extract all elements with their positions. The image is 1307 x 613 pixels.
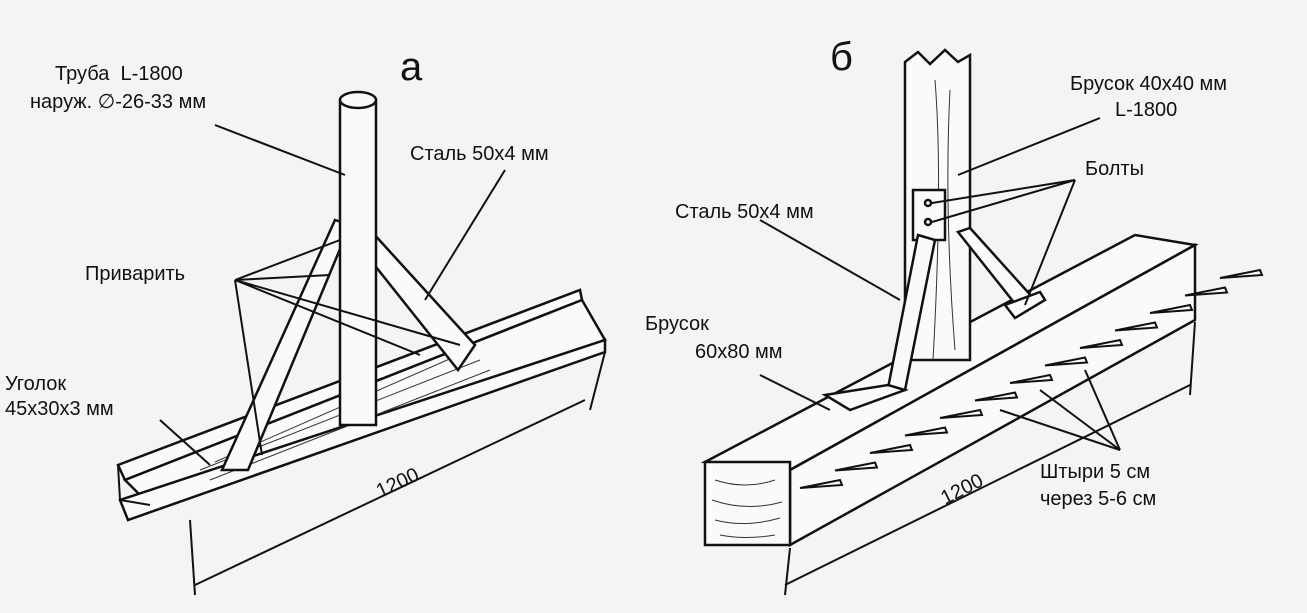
spike [1149, 303, 1194, 314]
dimension-a: 1200 [373, 464, 423, 503]
dimension-b: 1200 [937, 470, 987, 510]
beam-size-label: 60х80 мм [695, 341, 783, 363]
leaders-a [159, 124, 506, 466]
steel-label-b: Сталь 50х4 мм [675, 201, 814, 223]
angle-size-label: 45х30х3 мм [5, 398, 114, 420]
figure-a: а 1200 [5, 45, 607, 596]
spike [1219, 268, 1264, 279]
spike [1079, 338, 1124, 349]
leaders-b [759, 117, 1121, 451]
spike [869, 443, 914, 454]
spike [799, 478, 844, 489]
spike [1009, 373, 1054, 384]
spike [1114, 321, 1159, 332]
angle-label: Уголок [5, 373, 66, 395]
pipe-label: Труба L-1800 [55, 63, 183, 85]
spikes [799, 268, 1264, 489]
bolt-icon [923, 217, 933, 227]
spike [834, 461, 879, 472]
spikes-label: Штыри 5 см [1040, 461, 1150, 483]
weld-label: Приварить [85, 263, 185, 285]
pipe-diameter-label: наруж. ∅-26-33 мм [30, 91, 206, 113]
figure-a-letter: а [400, 45, 423, 89]
bolt-icon [923, 198, 933, 208]
figure-b: б 1200 [645, 35, 1264, 596]
pipe [338, 90, 378, 427]
figure-b-letter: б [830, 35, 853, 79]
bar-label: Брусок 40х40 мм [1070, 73, 1227, 95]
bar-length-label: L-1800 [1115, 99, 1177, 121]
spike [1044, 356, 1089, 367]
spikes-spacing-label: через 5-6 см [1040, 488, 1156, 510]
steel-label-a: Сталь 50х4 мм [410, 143, 549, 165]
spike [1184, 286, 1229, 297]
beam-label: Брусок [645, 313, 709, 335]
spike [904, 426, 949, 437]
spike [974, 391, 1019, 402]
left-foot-plate [821, 383, 910, 412]
spike [939, 408, 984, 419]
bolts-label: Болты [1085, 158, 1144, 180]
